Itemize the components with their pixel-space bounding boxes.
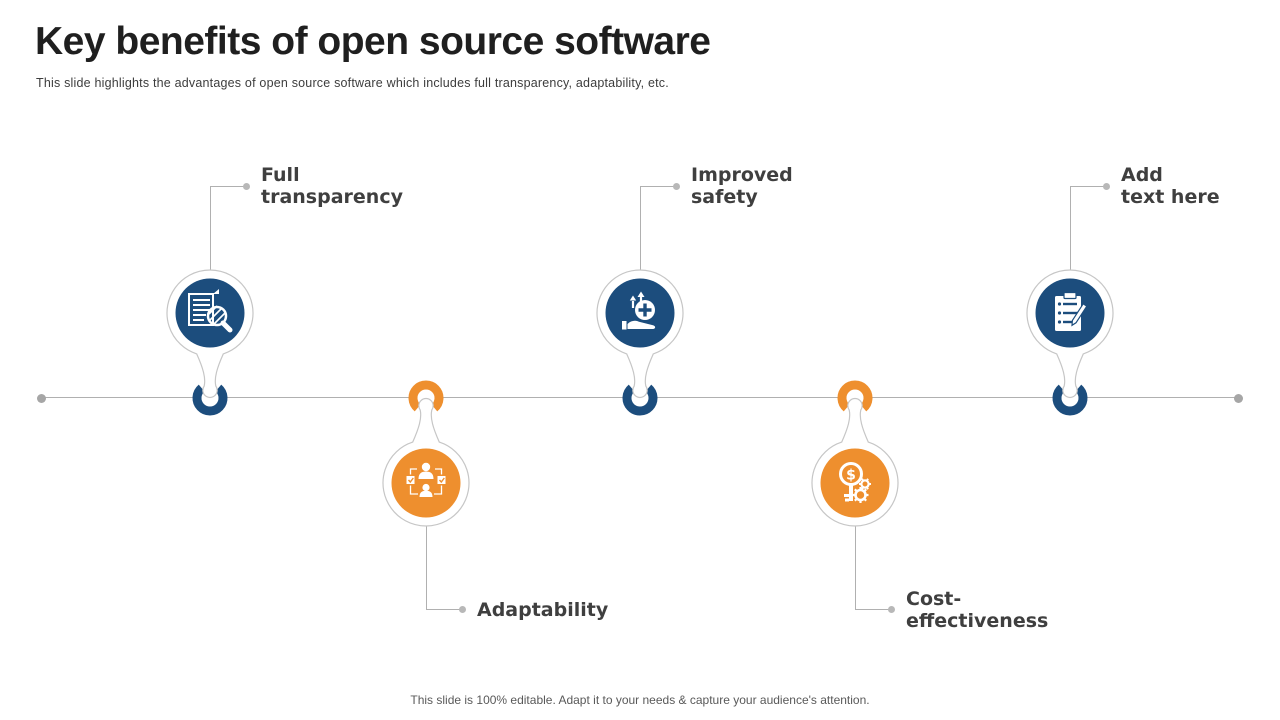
connector-line (1070, 186, 1104, 187)
document-magnifier-icon (188, 289, 233, 333)
connector-line (210, 186, 211, 270)
connector-line (426, 609, 460, 610)
node-label-full-transparency: Full transparency (261, 164, 403, 208)
node-label-cost-effectiveness: Cost- effectiveness (906, 588, 1049, 632)
connector-line (426, 526, 427, 609)
footer-note: This slide is 100% editable. Adapt it to… (410, 693, 870, 707)
node-marker-full-transparency (166, 269, 254, 416)
connector-line (1070, 186, 1071, 270)
connector-dot (1103, 183, 1110, 190)
connector-dot (673, 183, 680, 190)
connector-line (210, 186, 244, 187)
node-marker-adaptability (382, 380, 470, 527)
team-checkboxes-icon (406, 462, 446, 497)
connector-dot (888, 606, 895, 613)
timeline-end-dot (1234, 394, 1243, 403)
connector-dot (243, 183, 250, 190)
dollar-key-gears-icon: $ (839, 462, 871, 503)
connector-dot (459, 606, 466, 613)
connector-line (855, 526, 856, 609)
node-label-adaptability: Adaptability (477, 599, 609, 621)
node-marker-improved-safety (596, 269, 684, 416)
connector-line (855, 609, 889, 610)
node-marker-cost-effectiveness: $ (811, 380, 899, 527)
node-label-add-text-here: Add text here (1121, 164, 1220, 208)
timeline-start-dot (37, 394, 46, 403)
connector-line (640, 186, 641, 270)
svg-text:$: $ (846, 467, 856, 483)
slide-title: Key benefits of open source software (35, 20, 711, 63)
connector-line (640, 186, 674, 187)
node-label-improved-safety: Improved safety (691, 164, 793, 208)
node-marker-add-text-here (1026, 269, 1114, 416)
slide-subtitle: This slide highlights the advantages of … (36, 76, 669, 90)
clipboard-pencil-icon (1055, 291, 1088, 331)
hand-plus-arrows-icon (622, 291, 656, 330)
